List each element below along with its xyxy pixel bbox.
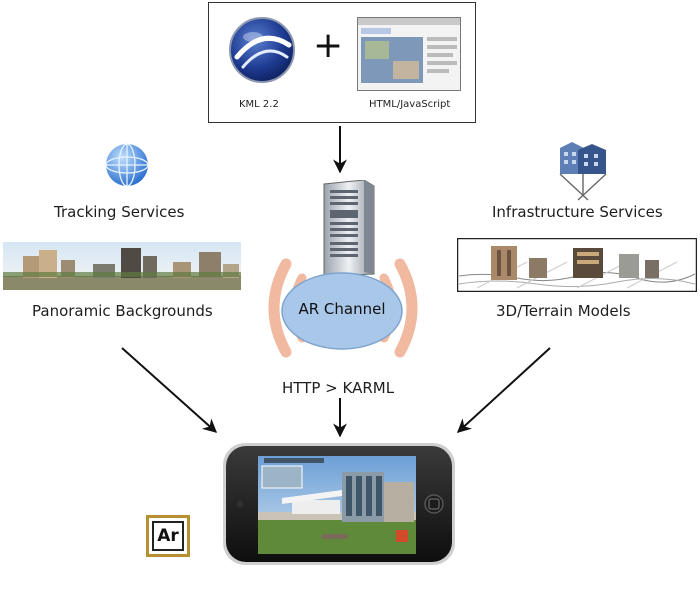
webpage-screenshot-icon bbox=[357, 17, 461, 91]
ar-logo-text: Ar bbox=[152, 521, 184, 551]
top-source-box: + KML 2.2 HTML/JavaScript bbox=[208, 2, 476, 123]
arrow-left-to-phone bbox=[121, 347, 218, 433]
plus-sign: + bbox=[313, 25, 344, 66]
buildings-icon bbox=[559, 142, 607, 201]
google-earth-icon bbox=[229, 17, 295, 83]
panoramic-backgrounds-caption: Panoramic Backgrounds bbox=[32, 302, 213, 320]
html-js-caption: HTML/JavaScript bbox=[369, 99, 451, 110]
terrain-models-caption: 3D/Terrain Models bbox=[496, 302, 631, 320]
server-tower-icon bbox=[323, 180, 375, 276]
phone-screen bbox=[258, 456, 416, 554]
3d-models-strip-image bbox=[457, 238, 697, 292]
kml-caption: KML 2.2 bbox=[239, 99, 279, 110]
ar-channel-node bbox=[281, 272, 403, 350]
ar-logo-badge: Ar bbox=[146, 515, 190, 557]
smartphone-device bbox=[223, 443, 455, 565]
panorama-strip-image bbox=[3, 242, 241, 290]
globe-icon bbox=[105, 143, 149, 187]
ar-channel-label: AR Channel bbox=[298, 300, 386, 318]
tracking-services-title: Tracking Services bbox=[54, 203, 185, 221]
arrow-right-to-phone bbox=[456, 347, 551, 433]
infrastructure-services-title: Infrastructure Services bbox=[492, 203, 663, 221]
http-karml-label: HTTP > KARML bbox=[282, 379, 395, 397]
